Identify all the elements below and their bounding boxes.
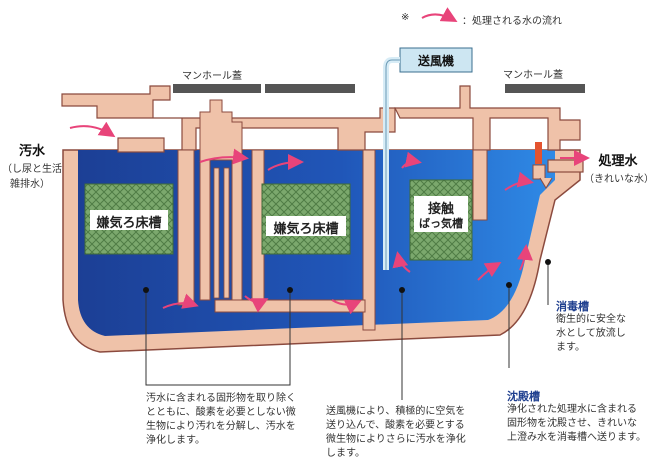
legend-text: ：処理される水の流れ	[462, 16, 562, 27]
divider-1	[177, 149, 195, 306]
callout-lines	[145, 262, 549, 400]
disinfection-title: 消毒槽	[556, 300, 589, 313]
top-pipe-right	[394, 85, 581, 151]
inflow-sub2: 雑排水）	[10, 179, 50, 190]
riser-inner-2	[223, 167, 230, 299]
legend-marker: ※	[401, 12, 410, 23]
disinfection-unit	[535, 142, 542, 164]
inflow-title: 汚水	[18, 144, 45, 159]
flow-arrows	[69, 7, 590, 315]
outflow-sub: （きれいな水）	[584, 174, 654, 185]
tank2-label: 嫌気ろ床槽	[273, 222, 339, 237]
divider-4	[472, 149, 488, 221]
sedimentation-title: 沈殿槽	[507, 390, 540, 403]
riser-inner-1	[213, 167, 220, 299]
inflow-sub1: （し尿と生活	[2, 164, 62, 175]
aeration-note: 送風機により、積極的に空気を 送り込んで、酸素を必要とする 微生物によりさらに汚…	[326, 406, 466, 459]
blower-label: 送風機	[417, 54, 454, 68]
callout-dots	[143, 259, 551, 293]
inlet-pipe	[117, 137, 165, 153]
anaerobic-note: 汚水に含まれる固形物を取り除く とともに、酸素を必要としない微 生物により汚れを…	[146, 393, 296, 446]
outflow-title: 処理水	[598, 154, 638, 169]
disinfection-note: 衛生的に安全な 水として放流し ます。	[556, 314, 626, 353]
manhole-left-label: マンホール蓋	[182, 71, 242, 82]
manhole-cover-right	[505, 84, 585, 93]
outlet-pipe	[547, 159, 584, 173]
riser	[199, 99, 243, 301]
tank3-label-2: ばっ気槽	[419, 217, 463, 230]
tank3-label-box	[414, 196, 468, 232]
tank3-label-1: 接触	[427, 202, 454, 217]
tank2-label-box	[266, 216, 346, 236]
tank1-label-box	[90, 210, 168, 230]
manhole-cover-left-1	[173, 84, 261, 93]
tank1-label: 嫌気ろ床槽	[96, 216, 162, 231]
blower-box	[399, 47, 473, 73]
divider-3	[362, 149, 376, 331]
manhole-cover-left-2	[265, 84, 355, 93]
sedimentation-note: 浄化された処理水に含まれる 固形物を沈殿させ、きれいな 上澄み水を消毒槽へ送りま…	[507, 404, 646, 443]
manhole-right-label: マンホール蓋	[503, 70, 563, 81]
